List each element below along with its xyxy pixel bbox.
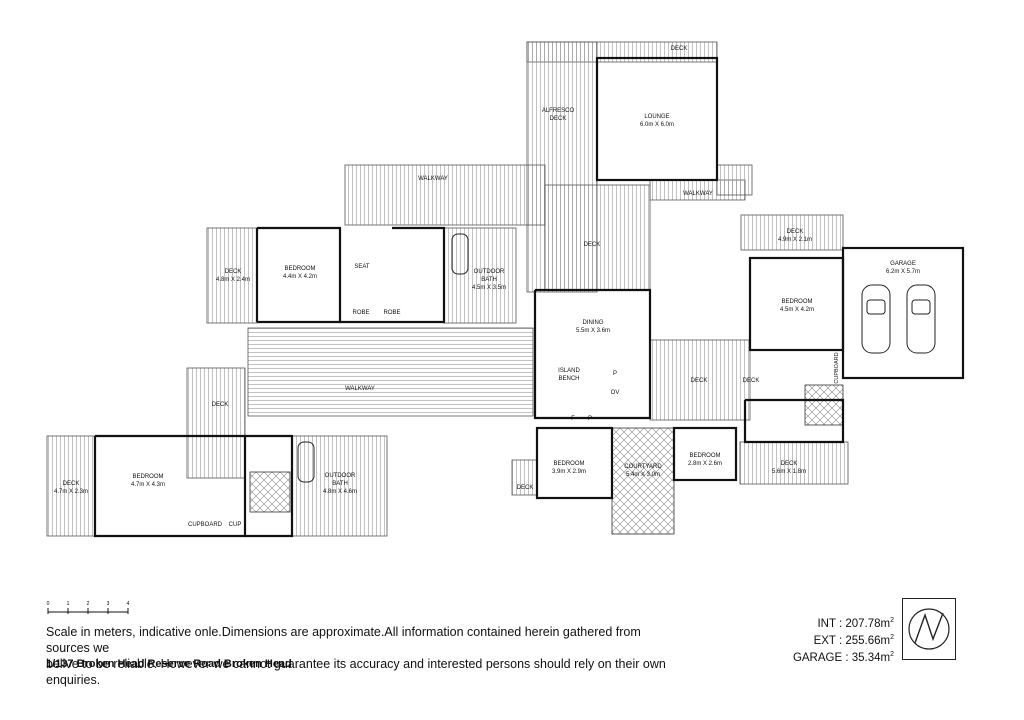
label-courtyard: COURTYARD [624,464,662,470]
label-alfresco: ALFRESCO [542,108,575,114]
label-deck-left-upper: DECK [225,269,242,275]
label-deck-top: DECK [671,46,688,52]
label-deck-left-lower: DECK [63,481,80,487]
label-robe-1: ROBE [352,310,369,316]
label-bedroom-mid-size: 3.9m X 2.9m [552,469,586,475]
area-summary: INT : 207.78m2 EXT : 255.66m2 GARAGE : 3… [780,614,894,664]
label-outdoor-bath-lower-size: 4.8m X 4.6m [323,489,357,495]
scale-tick-3: 3 [107,601,110,607]
floor-plan: LOUNGE 6.0m X 6.0m ALFRESCO DECK DECK WA… [46,41,965,538]
area-garage: GARAGE : 35.34m2 [792,650,894,664]
label-dining: DINING [583,320,604,326]
label-dining-size: 5.5m X 3.6m [576,328,610,334]
label-island-bench: BENCH [558,376,579,382]
label-outdoor-bath-lower-2: BATH [332,481,348,487]
property-address: 1/137 Broken Head Reserve Road Broken He… [46,658,292,670]
label-seat: SEAT [354,264,370,270]
car-icons [861,284,936,354]
label-deck-left-mid: DECK [212,402,229,408]
label-walkway-top: WALKWAY [418,176,448,182]
label-cup: CUP [229,522,242,528]
disclaimer: Scale in meters, indicative onle.Dimensi… [46,624,686,688]
label-deck-right-upper-size: 4.9m X 2.1m [778,237,812,243]
scale-tick-2: 2 [87,601,90,607]
label-robe-2: ROBE [383,310,400,316]
label-cupboard-lower: CUPBOARD [188,522,223,528]
room-labels: LOUNGE 6.0m X 6.0m ALFRESCO DECK DECK WA… [54,46,920,528]
label-deck-mid: DECK [584,242,601,248]
label-deck-right-lower: DECK [781,461,798,467]
label-bedroom-small: BEDROOM [689,453,720,459]
label-lounge-size: 6.0m X 6.0m [640,122,674,128]
label-deck-r1: DECK [691,378,708,384]
label-bedroom-lower: BEDROOM [132,474,163,480]
scale-bar-graphic: 0 1 2 3 4 [47,601,130,614]
label-deck-small: DECK [517,485,534,491]
label-bedroom-small-size: 2.8m X 2.6m [688,461,722,467]
label-deck-right-upper: DECK [787,229,804,235]
label-deck-left-lower-size: 4.7m X 2.3m [54,489,88,495]
label-fridge: F [571,416,575,422]
north-arrow-graphic [908,608,950,650]
label-garage: GARAGE [890,261,916,267]
label-walkway-mid: WALKWAY [345,386,375,392]
label-oven: OV [611,390,620,396]
label-bedroom-upper-size: 4.4m X 4.2m [283,274,317,280]
label-deck-left-upper-size: 4.8m X 2.4m [216,277,250,283]
label-garage-size: 6.2m X 5.7m [886,269,920,275]
north-arrow-icon [902,598,956,660]
label-deck-right-lower-size: 5.6m X 1.8m [772,469,806,475]
scale-tick-1: 1 [67,601,70,607]
disclaimer-line-2: belive to be reliable. However we cannot… [46,657,666,687]
label-bedroom-right: BEDROOM [781,299,812,305]
label-alfresco-deck: DECK [550,116,567,122]
label-deck-r2: DECK [743,378,760,384]
disclaimer-line-1: Scale in meters, indicative onle.Dimensi… [46,625,641,655]
label-bedroom-mid: BEDROOM [553,461,584,467]
scale-bar: 0 1 2 3 4 [46,598,166,618]
label-bedroom-right-size: 4.5m X 4.2m [780,307,814,313]
label-pantry-2: P [588,416,592,422]
label-lounge: LOUNGE [644,114,669,120]
bathtub-icons [297,233,469,483]
area-int: INT : 207.78m2 [817,617,894,630]
walls [93,56,965,538]
label-bedroom-upper: BEDROOM [284,266,315,272]
label-outdoor-bath-upper: OUTDOOR [474,269,505,275]
label-bedroom-lower-size: 4.7m X 4.3m [131,482,165,488]
label-cupboard-right: CUPBOARD [834,352,840,383]
label-outdoor-bath-upper-2: BATH [481,277,497,283]
scale-tick-0: 0 [47,601,50,607]
deck-areas [46,41,849,537]
label-courtyard-size: 5.4m X 3.0m [626,472,660,478]
tiled-areas [249,384,844,535]
area-ext: EXT : 255.66m2 [813,633,894,647]
label-pantry-1: P [613,371,617,377]
label-outdoor-bath-upper-size: 4.5m X 3.5m [472,285,506,291]
label-walkway-right: WALKWAY [683,191,713,197]
label-outdoor-bath-lower: OUTDOOR [325,473,356,479]
label-island: ISLAND [558,368,580,374]
scale-tick-4: 4 [127,601,130,607]
